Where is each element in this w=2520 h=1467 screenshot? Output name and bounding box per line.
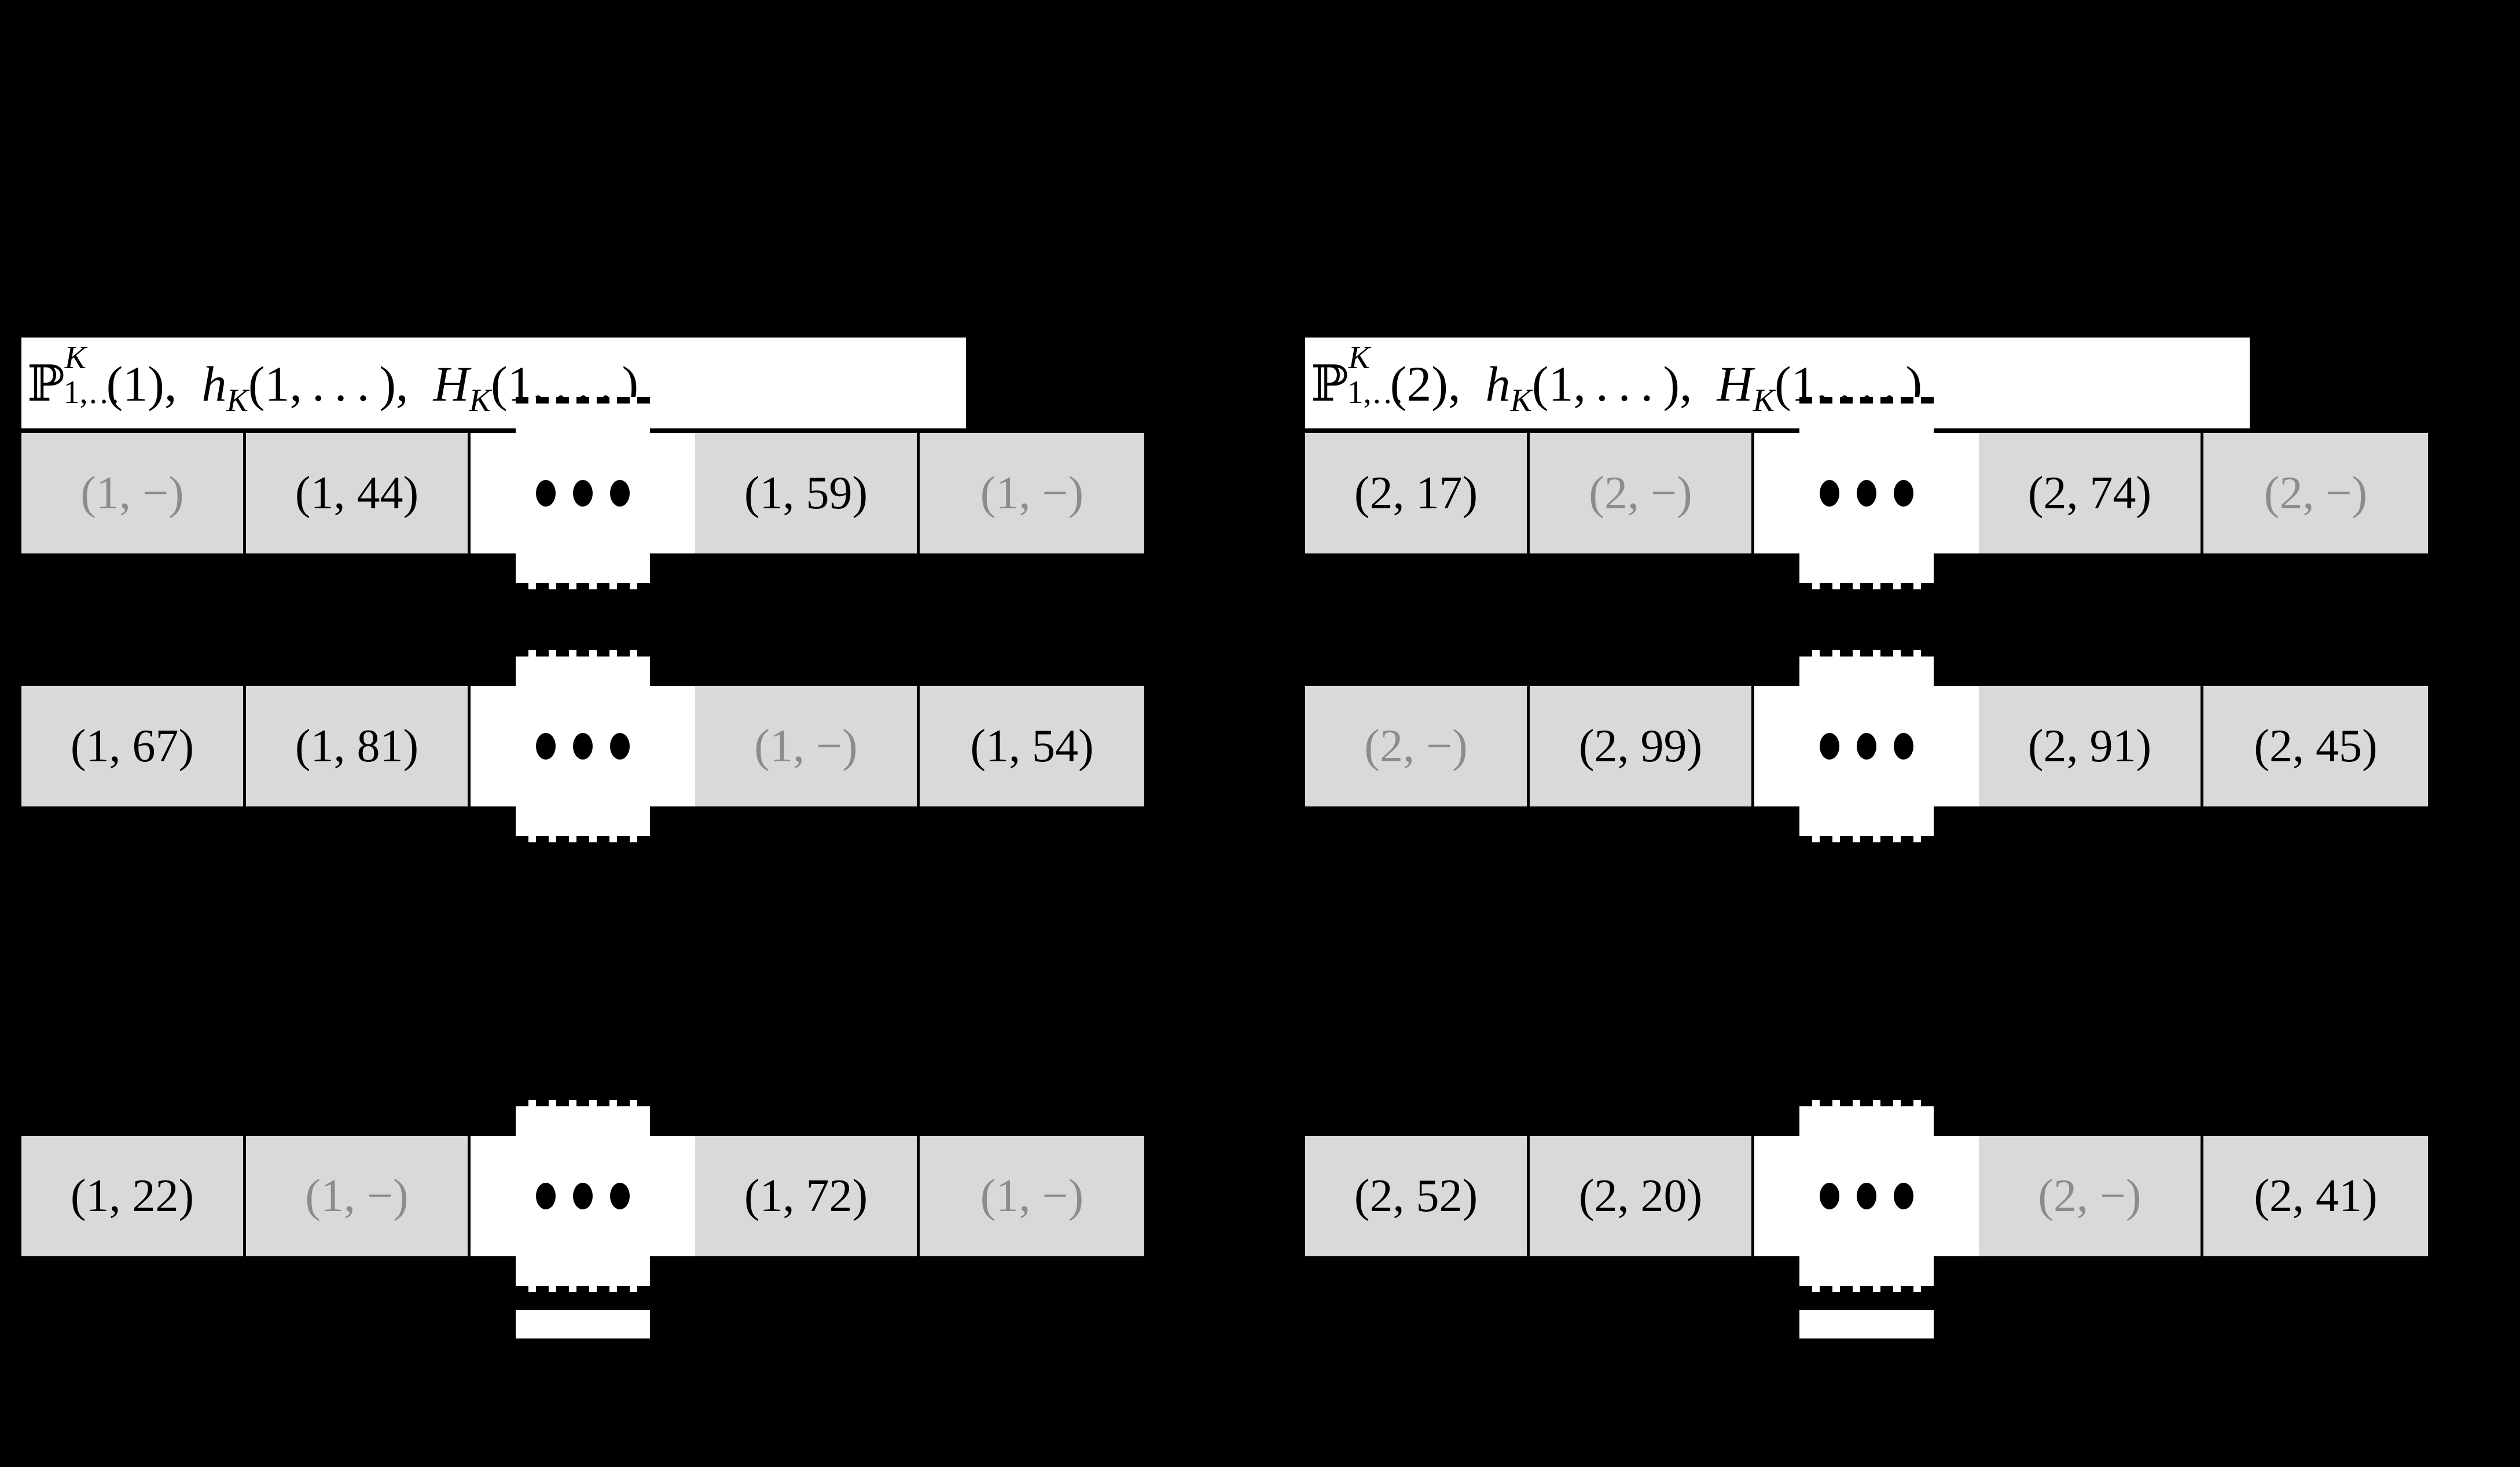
label-argument: (1) xyxy=(106,356,164,412)
ellipsis-stub-bottom xyxy=(516,1256,650,1292)
ellipsis-stub-terminator xyxy=(1799,1305,1934,1338)
page-row: (2, −) (2, 99) (2, 91) (2, 45) xyxy=(1305,650,2428,842)
ellipsis-dots-icon xyxy=(536,480,630,507)
ellipsis-dots-icon xyxy=(536,1183,630,1209)
probability-symbol: ℙ xyxy=(27,355,65,413)
page-row: (2, 52) (2, 20) (2, −) (2, 41) xyxy=(1305,1100,2428,1338)
ellipsis-dots-icon xyxy=(536,733,630,760)
ellipsis-dots-icon xyxy=(1820,1183,1913,1209)
label-argument: (2) xyxy=(1390,356,1448,412)
table-cell[interactable]: (1, 72) xyxy=(695,1136,920,1256)
ellipsis-cell xyxy=(1754,397,1979,589)
ellipsis-stub-terminator xyxy=(516,1305,650,1338)
ellipsis-cell xyxy=(471,650,695,842)
table-cell[interactable]: (2, 99) xyxy=(1530,686,1754,806)
ellipsis-dots-icon xyxy=(1820,480,1913,507)
ellipsis-cell xyxy=(471,397,695,589)
page-row: (1, 22) (1, −) (1, 72) (1, −) xyxy=(21,1100,1144,1338)
table-cell[interactable]: (1, 44) xyxy=(246,433,471,553)
table-cell[interactable]: (1, −) xyxy=(246,1136,471,1256)
page-row: (2, 17) (2, −) (2, 74) (2, −) xyxy=(1305,397,2428,589)
table-cell[interactable]: (1, −) xyxy=(21,433,246,553)
table-cell[interactable]: (2, −) xyxy=(2203,433,2428,553)
ellipsis-stub-bottom xyxy=(516,806,650,842)
label-subscript: 1,… xyxy=(1347,375,1404,411)
table-cell[interactable]: (2, 17) xyxy=(1305,433,1530,553)
table-cell[interactable]: (1, 54) xyxy=(920,686,1144,806)
table-cell[interactable]: (2, −) xyxy=(1530,433,1754,553)
table-cell[interactable]: (2, 20) xyxy=(1530,1136,1754,1256)
ellipsis-stub-bottom xyxy=(516,553,650,589)
label-subscript: 1,… xyxy=(63,375,120,411)
table-cell[interactable]: (1, 22) xyxy=(21,1136,246,1256)
ellipsis-cell xyxy=(1754,1100,1979,1338)
table-cell[interactable]: (2, 74) xyxy=(1979,433,2203,553)
ellipsis-stub-top xyxy=(516,650,650,686)
ellipsis-stub-top xyxy=(1799,397,1934,433)
table-cell[interactable]: (2, −) xyxy=(1979,1136,2203,1256)
probability-symbol: ℙ xyxy=(1311,355,1349,413)
table-cell[interactable]: (1, −) xyxy=(920,1136,1144,1256)
ellipsis-stub-top xyxy=(516,1100,650,1136)
ellipsis-stub-bottom xyxy=(1799,806,1934,842)
ellipsis-stub-top xyxy=(516,397,650,433)
table-cell[interactable]: (1, 59) xyxy=(695,433,920,553)
table-cell[interactable]: (2, 52) xyxy=(1305,1136,1530,1256)
table-cell[interactable]: (1, −) xyxy=(695,686,920,806)
ellipsis-stub-bottom xyxy=(1799,553,1934,589)
table-cell[interactable]: (1, 81) xyxy=(246,686,471,806)
ellipsis-cell xyxy=(471,1100,695,1338)
page-row: (1, 67) (1, 81) (1, −) (1, 54) xyxy=(21,650,1144,842)
ellipsis-cell xyxy=(1754,650,1979,842)
page-row: (1, −) (1, 44) (1, 59) (1, −) xyxy=(21,397,1144,589)
label-superscript: K xyxy=(1348,340,1371,376)
table-cell[interactable]: (2, −) xyxy=(1305,686,1530,806)
table-cell[interactable]: (2, 41) xyxy=(2203,1136,2428,1256)
table-cell[interactable]: (2, 91) xyxy=(1979,686,2203,806)
table-cell[interactable]: (1, −) xyxy=(920,433,1144,553)
label-superscript: K xyxy=(64,340,87,376)
table-cell[interactable]: (2, 45) xyxy=(2203,686,2428,806)
table-cell[interactable]: (1, 67) xyxy=(21,686,246,806)
ellipsis-dots-icon xyxy=(1820,733,1913,760)
ellipsis-stub-bottom xyxy=(1799,1256,1934,1292)
ellipsis-stub-top xyxy=(1799,650,1934,686)
ellipsis-stub-top xyxy=(1799,1100,1934,1136)
